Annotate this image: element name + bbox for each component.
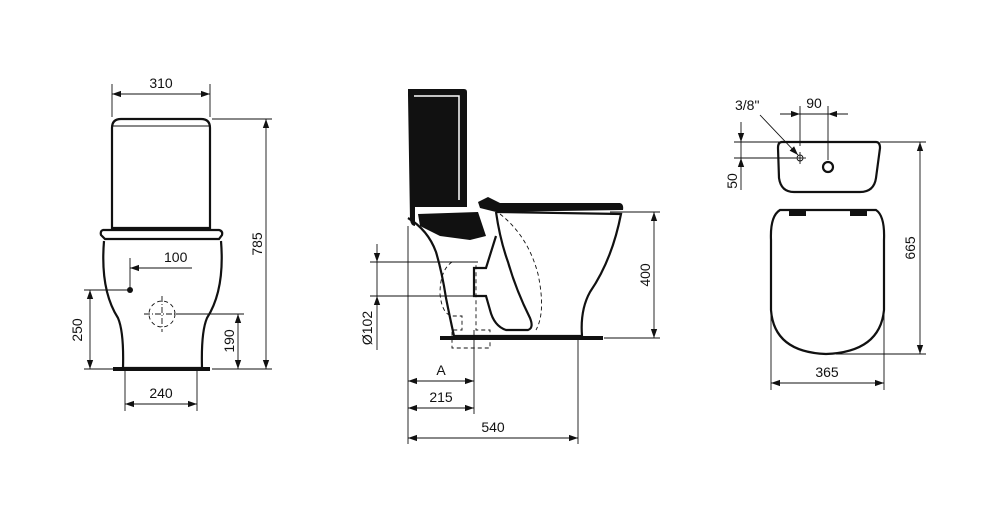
side-bowl (407, 210, 623, 338)
inlet-size-label: 3/8" (735, 97, 759, 113)
front-base (113, 367, 210, 371)
front-seat-edge (99, 228, 224, 241)
dim-50-label: 50 (724, 173, 740, 189)
front-pedestal (102, 240, 223, 370)
dim-310-label: 310 (149, 75, 173, 91)
side-trapway (472, 211, 533, 332)
dim-a-label: A (436, 362, 446, 378)
dim-250-label: 250 (69, 318, 85, 342)
side-cistern-highlight (414, 95, 460, 200)
inlet-leader (759, 114, 799, 156)
top-bowl (769, 208, 886, 356)
side-cistern (408, 89, 467, 226)
side-seat (478, 197, 624, 212)
top-hinge-right (850, 211, 867, 216)
dim-100-label: 100 (164, 249, 188, 265)
top-flush-button (821, 160, 835, 174)
top-view: 3/8" 90 50 665 365 (724, 95, 926, 390)
dim-190-label: 190 (221, 329, 237, 353)
dim-90-label: 90 (806, 95, 822, 111)
side-hidden-waste (439, 261, 491, 349)
dim-102-label: Ø102 (359, 311, 375, 345)
side-base (440, 336, 603, 340)
dim-665-label: 665 (902, 236, 918, 260)
front-cistern (110, 117, 212, 230)
dim-240-label: 240 (149, 385, 173, 401)
dim-540-label: 540 (481, 419, 505, 435)
dim-785-label: 785 (249, 232, 265, 256)
dim-400-label: 400 (637, 263, 653, 287)
front-view: 310 100 785 250 190 240 (69, 75, 272, 411)
top-cistern (776, 140, 882, 194)
side-view: Ø102 400 A 215 540 (359, 89, 660, 444)
top-hinge-left (789, 211, 806, 216)
side-hinge (418, 212, 486, 240)
dim-215-label: 215 (429, 389, 453, 405)
dim-365-label: 365 (815, 364, 839, 380)
side-hidden-trap (499, 213, 542, 331)
